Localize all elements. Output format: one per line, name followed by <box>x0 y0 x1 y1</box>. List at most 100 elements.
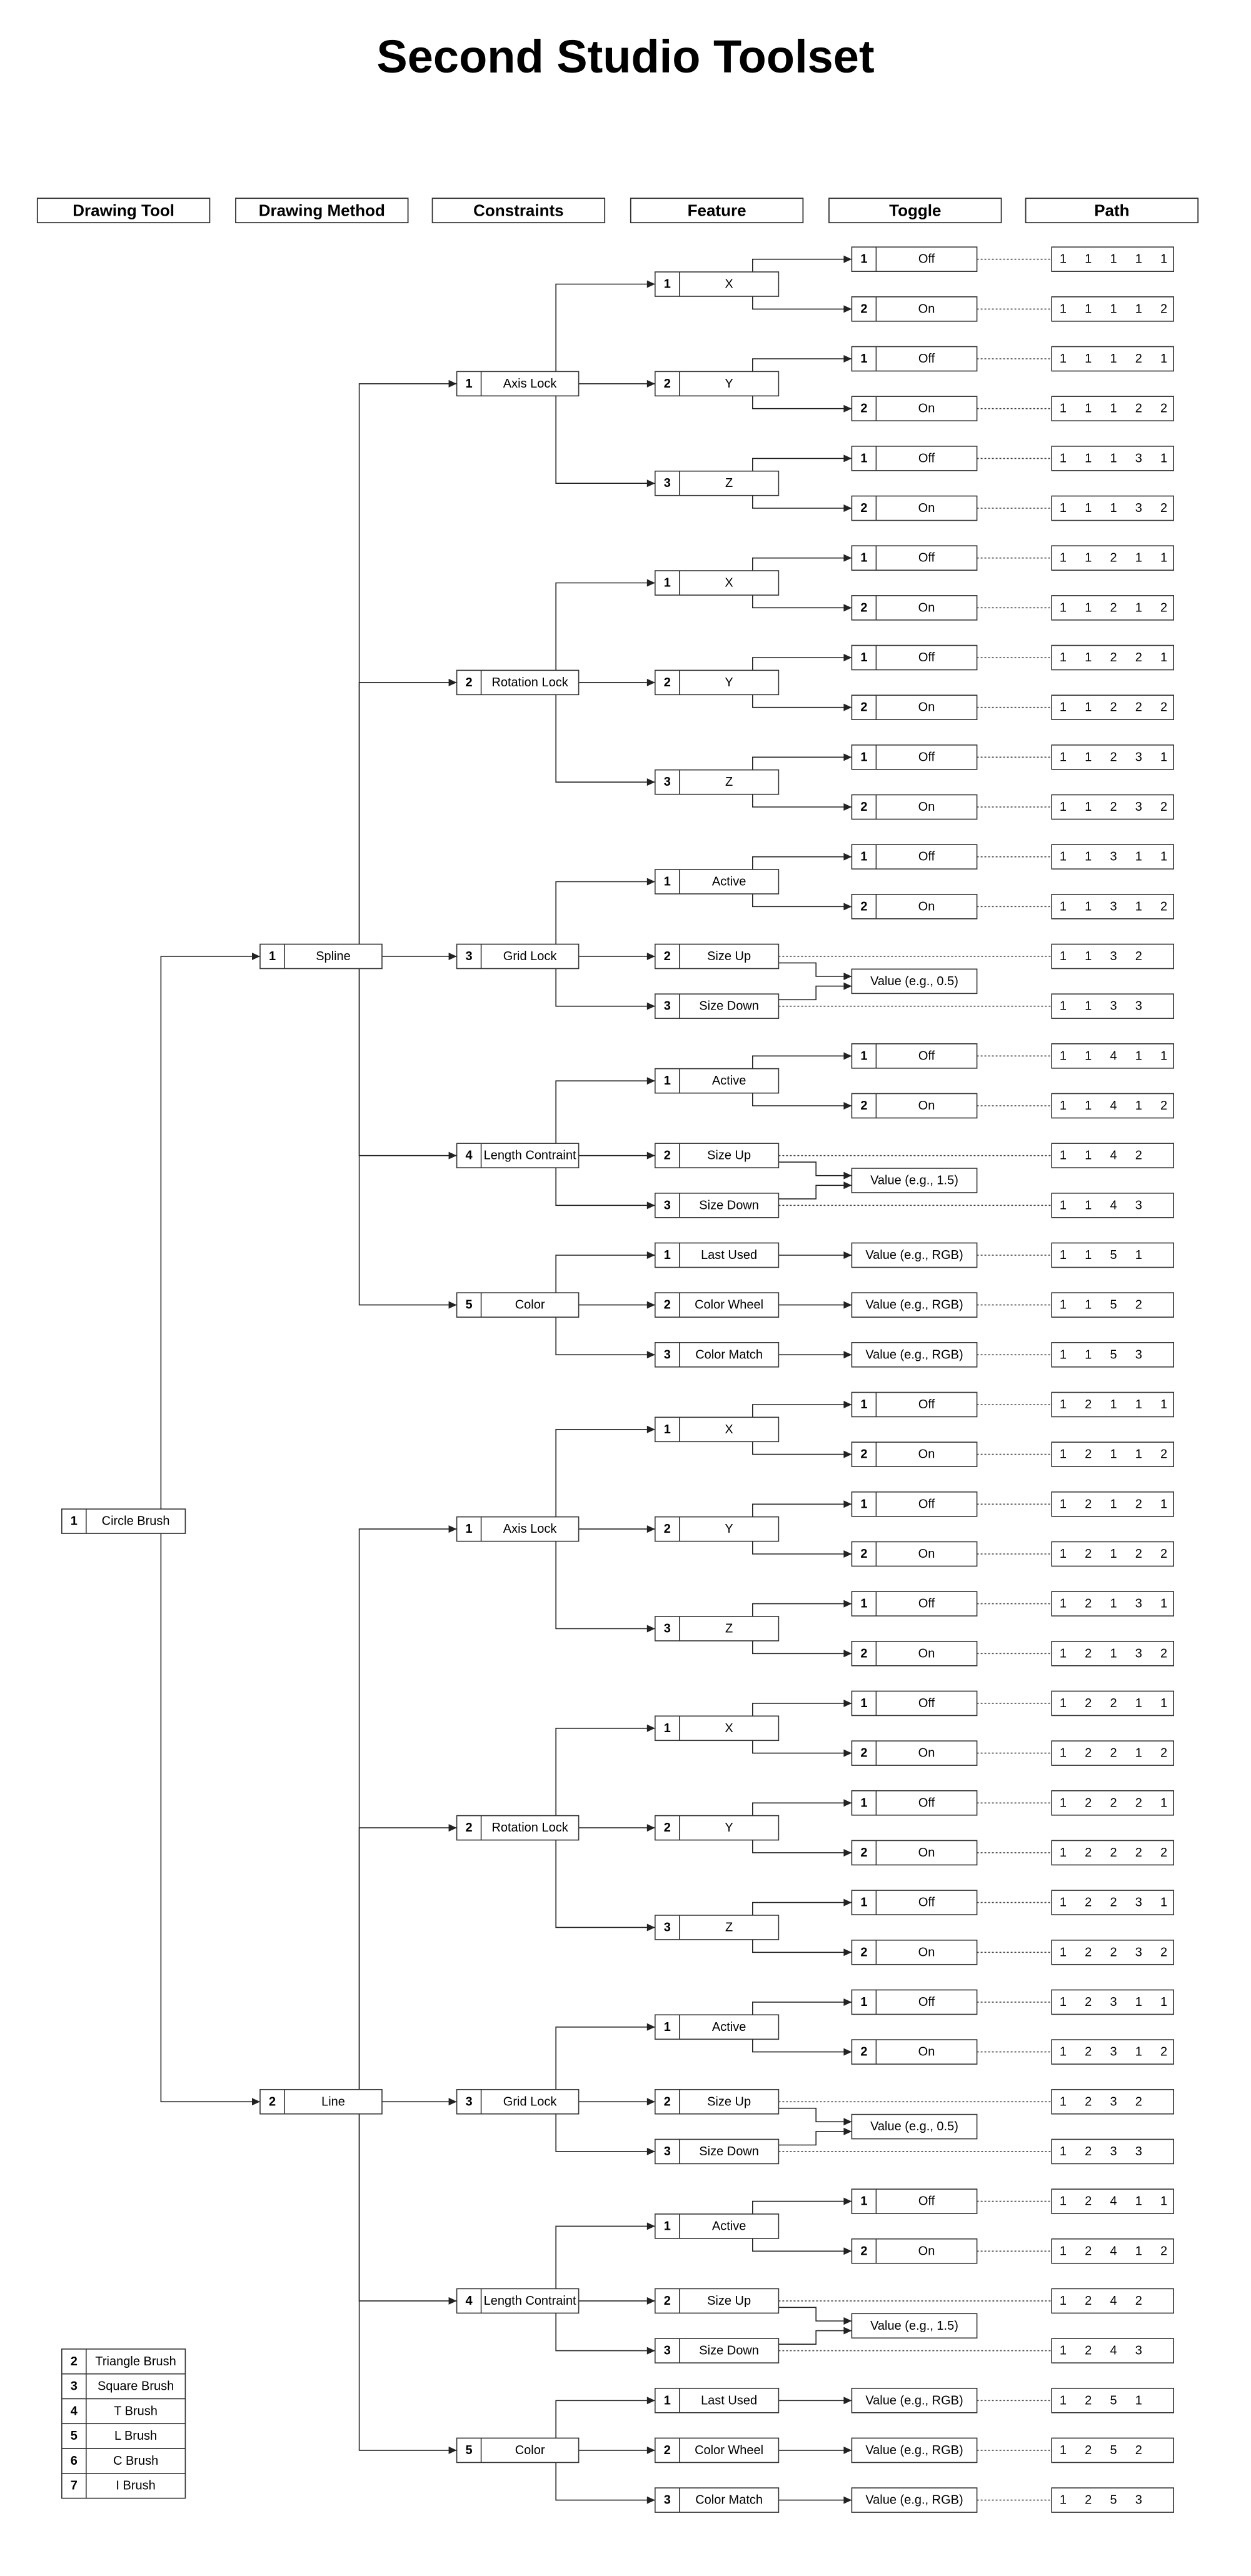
path-digit: 2 <box>1085 1497 1092 1511</box>
node-label: On <box>918 1945 935 1959</box>
value-node: Value (e.g., RGB) <box>851 2387 978 2413</box>
path-digit: 1 <box>1060 800 1067 814</box>
path-digit: 1 <box>1135 1995 1142 2009</box>
path-digit: 1 <box>1060 551 1067 565</box>
path-box-frame <box>1051 595 1174 621</box>
path-box-frame <box>1051 644 1174 671</box>
path-digit: 4 <box>1110 1049 1117 1063</box>
node-number: 1 <box>860 1696 867 1710</box>
arrowhead <box>843 2048 852 2056</box>
path-digit: 1 <box>1085 1348 1092 1361</box>
connector <box>752 2002 852 2015</box>
path-digit: 1 <box>1135 850 1142 864</box>
arrowhead <box>646 1201 655 1210</box>
node-label: Rotation Lock <box>491 676 568 689</box>
path-box-frame <box>1051 1143 1174 1168</box>
node-label: Off <box>918 2195 935 2208</box>
path-digit: 2 <box>1135 402 1142 416</box>
node-number: 2 <box>860 800 867 814</box>
path-digit: 3 <box>1135 2344 1142 2358</box>
connector <box>752 2200 852 2214</box>
path-digit: 1 <box>1060 2145 1067 2158</box>
arrowhead <box>843 2446 852 2454</box>
arrowhead <box>843 1749 852 1757</box>
node-label: Color <box>515 1298 545 1312</box>
node-box <box>851 2113 978 2140</box>
connector <box>752 1802 852 1816</box>
path-box-frame <box>1051 744 1174 770</box>
node-label: Circle Brush <box>102 1515 170 1528</box>
value-node: Value (e.g., RGB) <box>851 1292 978 1318</box>
connector <box>752 1603 852 1616</box>
node-box <box>851 644 978 671</box>
connector <box>752 2039 852 2053</box>
node-box <box>851 595 978 621</box>
node-label: Off <box>918 1995 935 2009</box>
path-digit: 1 <box>1135 1099 1142 1113</box>
connector <box>752 1703 852 1716</box>
node-label: Size Up <box>707 1149 751 1163</box>
path-box-frame <box>1051 943 1174 970</box>
node-label: Off <box>918 750 935 764</box>
node-number: 1 <box>269 950 276 963</box>
node-label: Value (e.g., 1.5) <box>870 2319 958 2333</box>
path-box-frame <box>1051 296 1174 322</box>
path-digit: 1 <box>1060 501 1067 515</box>
node-box <box>655 1342 780 1368</box>
connector <box>160 1533 260 2103</box>
node-number: 2 <box>664 1298 671 1312</box>
path-digit: 1 <box>1060 2393 1067 2407</box>
node-number: 3 <box>466 2095 473 2108</box>
path-digit: 1 <box>1110 352 1117 366</box>
connector <box>752 557 852 571</box>
path-digit: 2 <box>1135 2443 1142 2457</box>
node-box <box>851 1690 978 1716</box>
node-box <box>655 2213 780 2239</box>
path-digit: 1 <box>1085 800 1092 814</box>
connector <box>778 962 852 977</box>
path-digit: 2 <box>1085 2195 1092 2208</box>
arrowhead <box>843 1600 852 1608</box>
path-digit: 2 <box>1110 551 1117 565</box>
node-number: 5 <box>466 2443 473 2457</box>
path-digit: 4 <box>1110 2344 1117 2358</box>
arrowhead <box>646 379 655 388</box>
arrowhead <box>843 1898 852 1907</box>
connector <box>752 756 852 770</box>
arrowhead <box>646 1301 655 1309</box>
node-number: 1 <box>860 253 867 266</box>
arrowhead <box>843 1450 852 1458</box>
path-digit: 3 <box>1135 1348 1142 1361</box>
path-digit: 2 <box>1085 2095 1092 2108</box>
node-box <box>851 1242 978 1268</box>
connector <box>752 595 852 609</box>
value-node: Value (e.g., 1.5) <box>851 1168 978 1193</box>
node-number: 1 <box>664 278 671 291</box>
node-number: 3 <box>664 1920 671 1934</box>
path-digit: 2 <box>1135 2294 1142 2308</box>
path-box-frame <box>1051 1193 1174 1218</box>
arrowhead <box>843 1948 852 1957</box>
connector <box>752 1541 852 1555</box>
node-number: 2 <box>466 1821 473 1835</box>
arrowhead <box>843 982 852 990</box>
node-number: 1 <box>664 576 671 590</box>
path-digit: 1 <box>1160 1796 1167 1810</box>
node-label: Z <box>725 1621 733 1635</box>
